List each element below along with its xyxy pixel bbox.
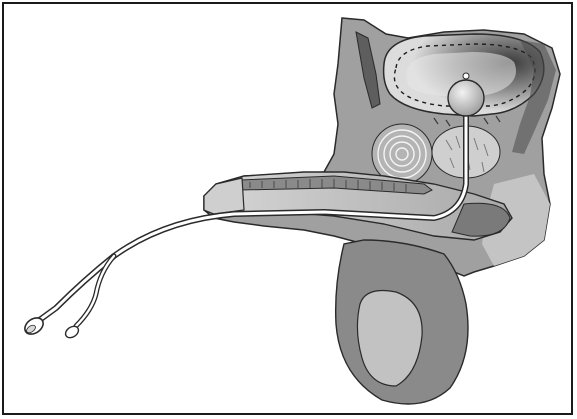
figure-frame <box>2 2 573 415</box>
catheter-inflation-arm <box>76 256 114 326</box>
catheter-balloon <box>448 80 484 116</box>
glans <box>204 178 244 214</box>
catheter-tip <box>463 73 469 79</box>
anatomy-diagram <box>4 4 571 413</box>
